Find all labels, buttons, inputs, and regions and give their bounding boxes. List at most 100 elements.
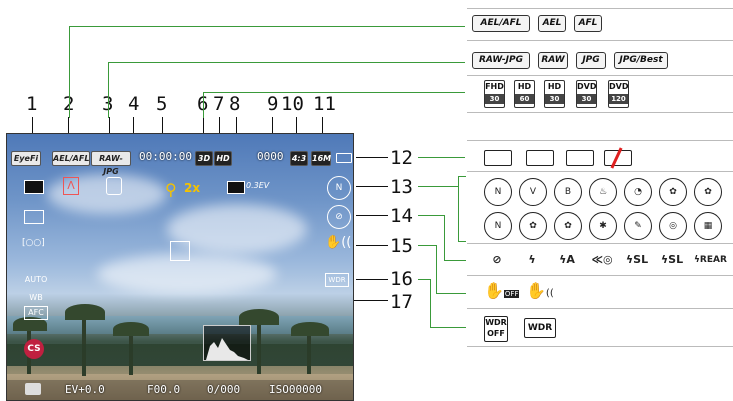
single-shot-icon <box>24 180 44 194</box>
divider <box>467 243 733 244</box>
wdr-on-icon: WDR <box>524 318 556 338</box>
afc-icon: AFC <box>24 306 48 320</box>
leader-12 <box>356 157 388 158</box>
focus-mode-icon: [○○] <box>22 238 44 250</box>
tag-ael-afl: AEL/AFL <box>472 15 530 32</box>
callout-14: 14 <box>390 205 413 227</box>
divider <box>467 40 733 41</box>
tag-afl: AFL <box>574 15 602 32</box>
leader-6 <box>203 117 204 133</box>
divider <box>467 140 733 141</box>
green-link-13t <box>458 176 466 177</box>
slow-sync-redeye-icon: ϟSL <box>659 247 685 273</box>
battery-icon <box>336 153 352 163</box>
scene-sparkle-icon: ✿ <box>554 212 582 240</box>
wdr-off-icon: WDR OFF <box>484 316 508 342</box>
shots-remaining: 0000 <box>257 150 284 163</box>
3d-indicator: 3D <box>195 151 213 166</box>
green-link-12 <box>418 157 465 158</box>
eyefi-indicator: EyeFi <box>11 151 41 166</box>
green-link-6h <box>203 92 465 93</box>
battery-full-icon <box>484 150 512 166</box>
aspect-ratio-indicator: 4:3 <box>290 151 308 166</box>
image-format-indicator: RAW-JPG <box>91 151 131 166</box>
white-balance-icon: AUTO WB <box>24 271 48 289</box>
divider <box>467 112 733 113</box>
divider <box>467 308 733 309</box>
flash-on-icon: ϟ <box>519 247 545 273</box>
scene-pastel-icon: ✿ <box>519 212 547 240</box>
callout-1: 1 <box>26 93 37 115</box>
green-link-15v <box>436 245 437 293</box>
divider <box>467 8 733 9</box>
video-dvd120: DVD120 <box>608 80 629 108</box>
tag-raw: RAW <box>538 52 568 69</box>
tag-ael: AEL <box>538 15 566 32</box>
scene-food-icon: ♨ <box>589 178 617 206</box>
callout-13: 13 <box>390 176 413 198</box>
scene-art2-icon: ✿ <box>694 178 722 206</box>
tag-jpg: JPG <box>576 52 606 69</box>
leader-9 <box>272 117 273 133</box>
green-link-6 <box>203 92 204 118</box>
green-link-16 <box>418 279 430 280</box>
tag-jpg-best: JPG/Best <box>614 52 668 69</box>
battery-empty-icon <box>604 150 632 166</box>
green-link-2h <box>69 26 465 27</box>
scene-beach-icon: B <box>554 178 582 206</box>
timecode: 00:00:00 <box>139 150 192 163</box>
zoom-icon: ⚲ <box>165 180 177 199</box>
self-timer-icon <box>106 177 122 195</box>
megapixel-indicator: 16M <box>311 151 331 166</box>
stabilizer-off-icon: ✋OFF <box>484 281 519 300</box>
shutter-value: 0/000 <box>207 383 240 396</box>
scene-night-icon: ◔ <box>624 178 652 206</box>
focus-frame <box>170 241 190 261</box>
green-link-3h <box>108 62 465 63</box>
green-link-16h <box>430 327 466 328</box>
scene-sketch-icon: ✎ <box>624 212 652 240</box>
leader-1 <box>32 117 33 133</box>
anti-shake-icon: Λ <box>63 177 79 195</box>
camera-preview: EyeFi AEL/AFL RAW-JPG 00:00:00 3D HD 000… <box>6 133 354 401</box>
scene-mode-icon: N <box>327 176 351 200</box>
scene-fisheye-icon: ◎ <box>659 212 687 240</box>
leader-3 <box>109 117 110 133</box>
green-link-15h <box>436 293 466 294</box>
video-hd30: HD30 <box>544 80 565 108</box>
leader-2 <box>68 117 69 133</box>
callout-11: 11 <box>313 93 336 115</box>
green-link-15 <box>418 245 436 246</box>
ev-meter-icon <box>227 181 245 194</box>
ae-af-lock-indicator: AEL/AFL <box>52 151 90 166</box>
leader-10 <box>296 117 297 133</box>
divider <box>467 171 733 172</box>
callout-5: 5 <box>156 93 167 115</box>
leader-11 <box>322 117 323 133</box>
scene-fireworks-icon: ✱ <box>589 212 617 240</box>
callout-15: 15 <box>390 235 413 257</box>
leader-16 <box>356 279 388 280</box>
green-link-13v <box>458 176 459 242</box>
tag-raw-jpg: RAW-JPG <box>472 52 530 69</box>
green-link-2 <box>69 26 70 118</box>
color-style-icon: CS <box>24 339 44 359</box>
green-link-14 <box>418 215 444 216</box>
red-eye-icon: ≪◎ <box>589 247 615 273</box>
divider <box>467 346 733 347</box>
iso-value: ISO00000 <box>269 383 322 396</box>
flash-auto-icon: ϟA <box>554 247 580 273</box>
histogram <box>203 325 251 361</box>
ev-meter-value: 0.3EV <box>246 181 269 190</box>
scene-portrait-icon: N <box>484 212 512 240</box>
rear-curtain-icon: ϟREAR <box>694 247 720 273</box>
scene-art1-icon: ✿ <box>659 178 687 206</box>
divider <box>467 275 733 276</box>
callout-9: 9 <box>267 93 278 115</box>
ev-value: EV+0.0 <box>65 383 105 396</box>
wdr-icon: WDR <box>325 273 349 287</box>
callout-16: 16 <box>390 268 413 290</box>
leader-14 <box>356 215 388 216</box>
